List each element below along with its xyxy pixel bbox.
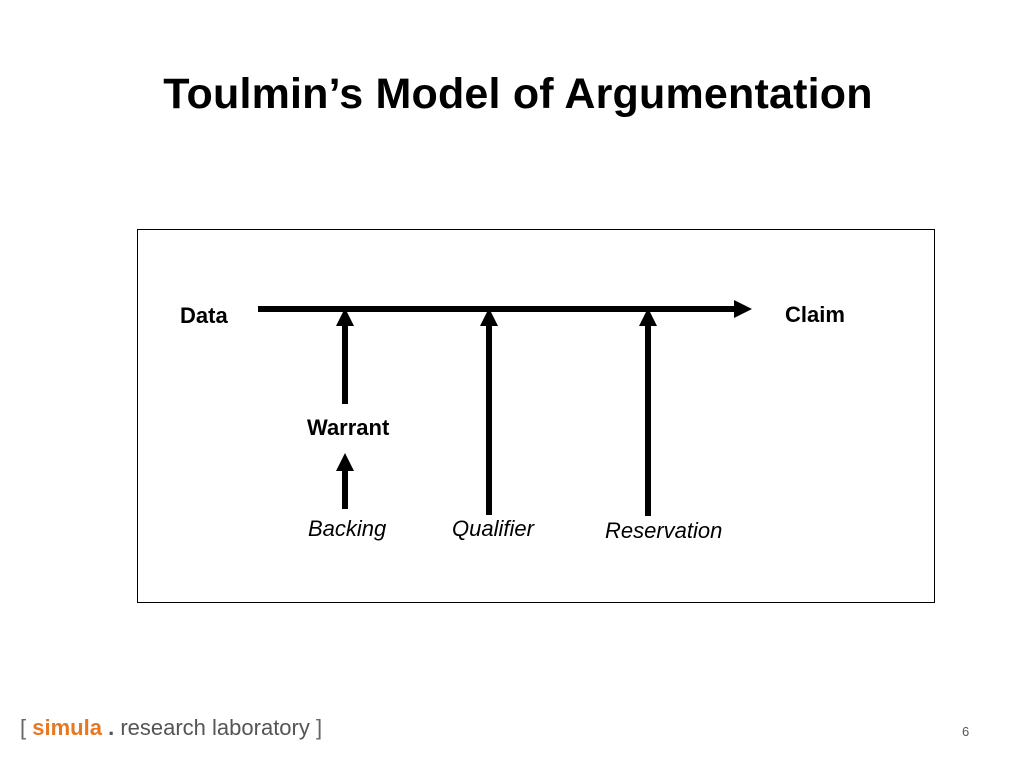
logo-text: research laboratory xyxy=(120,715,310,740)
node-reservation: Reservation xyxy=(605,518,723,543)
logo-dot: . xyxy=(108,715,115,740)
diagram-frame xyxy=(137,229,935,603)
node-claim: Claim xyxy=(785,302,845,327)
slide-title: Toulmin’s Model of Argumentation xyxy=(163,70,873,118)
logo-brand: simula xyxy=(32,715,102,740)
node-warrant: Warrant xyxy=(307,415,390,440)
node-data: Data xyxy=(180,303,228,328)
simula-logo: [ simula . research laboratory ] xyxy=(20,717,322,739)
logo-close-bracket: ] xyxy=(316,715,323,740)
node-qualifier: Qualifier xyxy=(452,516,534,541)
logo-open-bracket: [ xyxy=(20,715,27,740)
node-backing: Backing xyxy=(308,516,387,541)
page-number: 6 xyxy=(962,724,970,739)
